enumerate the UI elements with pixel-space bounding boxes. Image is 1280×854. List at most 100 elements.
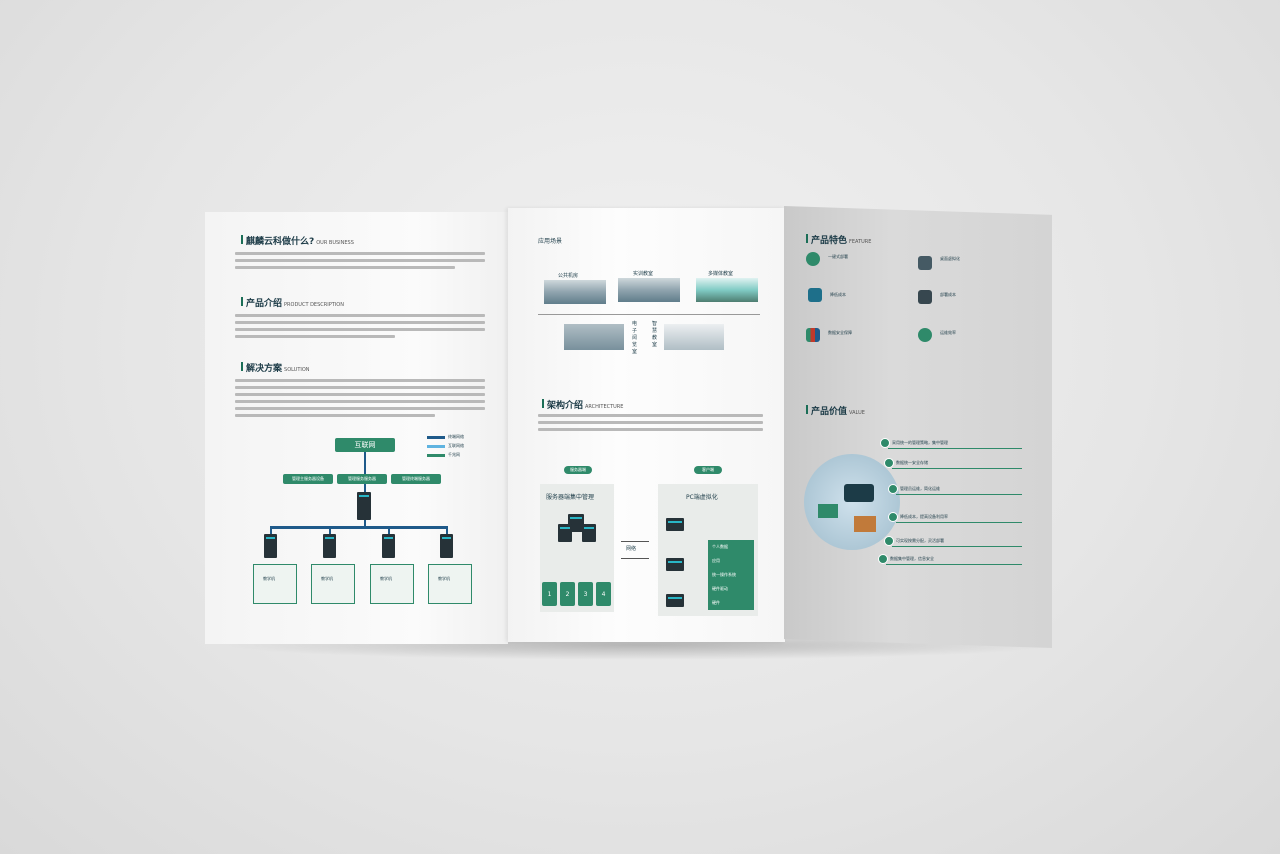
server-tag: 服务器端 bbox=[564, 466, 592, 474]
value-text: 降低成本，提高设备利用率 bbox=[900, 514, 948, 519]
divider bbox=[538, 314, 760, 315]
diagram-legend: 终端网络 互联网络 千兆网 bbox=[427, 434, 464, 458]
scene-photo bbox=[618, 278, 680, 302]
value-dot bbox=[888, 484, 898, 494]
value-dot bbox=[880, 438, 890, 448]
main-server bbox=[357, 492, 371, 520]
scene-photo bbox=[664, 324, 724, 350]
scene-title: 应用场景 bbox=[538, 238, 563, 245]
client-group: 教学机 bbox=[428, 564, 472, 604]
paragraph-line bbox=[235, 314, 485, 317]
value-dot bbox=[884, 458, 894, 468]
value-dot bbox=[878, 554, 888, 564]
value-dot bbox=[884, 536, 894, 546]
paragraph-line bbox=[538, 421, 763, 424]
value-line bbox=[896, 494, 1022, 495]
scene-photo bbox=[544, 280, 606, 304]
connector bbox=[446, 526, 448, 536]
client-tag: 客户端 bbox=[694, 466, 722, 474]
connector bbox=[364, 452, 366, 474]
connector bbox=[329, 526, 331, 536]
business-heading: 麒麟云科做什么?OUR BUSINESS bbox=[246, 237, 354, 247]
value-illustration bbox=[804, 454, 900, 550]
paragraph-line bbox=[235, 407, 485, 410]
monitor-icon bbox=[918, 290, 932, 304]
client-group: 教学机 bbox=[311, 564, 355, 604]
connector bbox=[364, 484, 366, 492]
edge-server bbox=[382, 534, 395, 558]
network-icon bbox=[918, 328, 932, 342]
scene-label: 公共机房 bbox=[558, 273, 579, 279]
paragraph-line bbox=[235, 379, 485, 382]
arrow-line bbox=[621, 541, 649, 542]
value-dot bbox=[888, 512, 898, 522]
value-text: 管理员运维，简化运维 bbox=[900, 486, 940, 491]
feature-label: 桌面虚拟化 bbox=[940, 256, 960, 261]
client-group: 教学机 bbox=[370, 564, 414, 604]
paragraph-line bbox=[538, 414, 763, 417]
value-text: 采用统一的管理策略，集中管理 bbox=[892, 440, 948, 445]
value-line bbox=[892, 546, 1022, 547]
heading-bar bbox=[806, 234, 808, 243]
deploy-icon bbox=[806, 252, 820, 266]
rocket-icon bbox=[808, 288, 822, 302]
books-icon bbox=[806, 328, 820, 342]
connector bbox=[270, 526, 272, 536]
scene-label: 实训教室 bbox=[633, 271, 654, 277]
value-line bbox=[892, 468, 1022, 469]
scene-label: 多媒体教室 bbox=[708, 271, 734, 277]
heading-bar bbox=[542, 399, 544, 408]
edge-server bbox=[440, 534, 453, 558]
paragraph-line bbox=[538, 428, 763, 431]
connector bbox=[364, 520, 366, 528]
paragraph-line bbox=[235, 266, 455, 269]
value-text: 可实现按需分配，灵活部署 bbox=[896, 538, 944, 543]
internet-box: 互联网 bbox=[335, 438, 395, 452]
paragraph-line bbox=[235, 259, 485, 262]
connector bbox=[388, 526, 390, 536]
heading-bar bbox=[241, 235, 243, 244]
value-text: 数据统一安全存储 bbox=[896, 460, 928, 465]
mid-box: 管理服务服务器 bbox=[337, 474, 387, 484]
heading-bar bbox=[806, 405, 808, 414]
paragraph-line bbox=[235, 386, 485, 389]
scene-photo bbox=[564, 324, 624, 350]
heading-bar bbox=[241, 362, 243, 371]
feature-label: 一键式部署 bbox=[828, 254, 848, 259]
heading-bar bbox=[241, 297, 243, 306]
network-label: 网络 bbox=[626, 546, 637, 552]
value-line bbox=[888, 448, 1022, 449]
desktop-icon bbox=[918, 256, 932, 270]
value-line bbox=[886, 564, 1022, 565]
value-line bbox=[896, 522, 1022, 523]
paragraph-line bbox=[235, 393, 485, 396]
server-card: 服务器端集中管理 1 2 3 4 bbox=[540, 484, 614, 612]
paragraph-line bbox=[235, 400, 485, 403]
feature-label: 降低成本 bbox=[830, 292, 846, 297]
stack-list: 个人数据 应用 统一操作系统 硬件驱动 硬件 bbox=[708, 540, 754, 610]
mid-box: 管理主服务器设备 bbox=[283, 474, 333, 484]
paragraph-line bbox=[235, 321, 485, 324]
scene-label: 智慧教室 bbox=[652, 321, 658, 348]
paragraph-line bbox=[235, 335, 395, 338]
mid-box: 管理终端服务器 bbox=[391, 474, 441, 484]
feature-label: 数据安全保障 bbox=[828, 330, 852, 335]
paragraph-line bbox=[235, 414, 435, 417]
backbone-line bbox=[270, 526, 448, 529]
paragraph-line bbox=[235, 328, 485, 331]
edge-server bbox=[264, 534, 277, 558]
value-text: 数据集中管理，信息安全 bbox=[890, 556, 934, 561]
edge-server bbox=[323, 534, 336, 558]
paragraph-line bbox=[235, 252, 485, 255]
feature-label: 运维效率 bbox=[940, 330, 956, 335]
pc-card: PC端虚拟化 个人数据 应用 统一操作系统 硬件驱动 硬件 bbox=[658, 484, 758, 616]
arrow-line bbox=[621, 558, 649, 559]
